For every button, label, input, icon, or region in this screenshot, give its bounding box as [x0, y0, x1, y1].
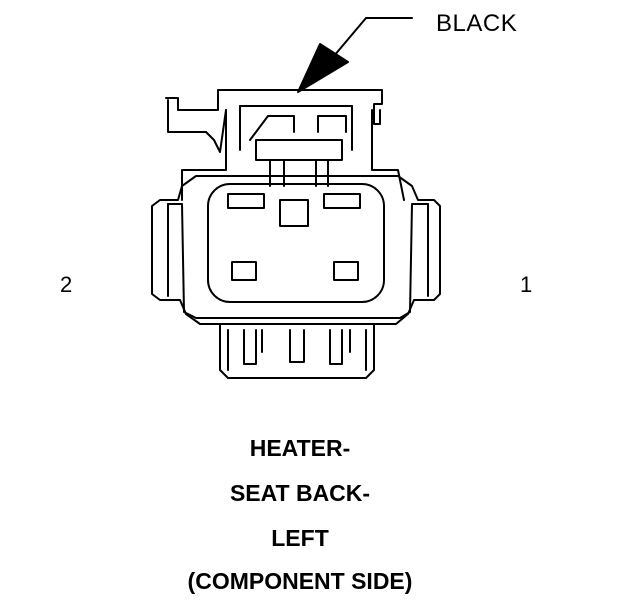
- lock-tab: [255, 139, 343, 161]
- callout-arrowhead: [297, 43, 349, 93]
- caption-line-2: SEAT BACK-: [229, 480, 371, 506]
- pin-2-terminal: [231, 261, 257, 281]
- connector-housing: [151, 175, 441, 325]
- pin-2-label: 2: [60, 272, 73, 297]
- callout-leader: [297, 17, 413, 93]
- bottom-prongs: [219, 323, 375, 379]
- pin-1-terminal: [333, 261, 359, 281]
- slot-top-right: [323, 193, 361, 209]
- caption-line-1: HEATER-: [249, 435, 351, 461]
- terminal-slots: [227, 193, 361, 281]
- connector-cavity: [207, 183, 385, 303]
- slot-top-center: [279, 199, 309, 227]
- wire-color-callout: BLACK: [436, 10, 518, 37]
- caption-line-4: (COMPONENT SIDE): [187, 568, 413, 594]
- caption-line-3: LEFT: [271, 525, 329, 551]
- slot-top-left: [227, 193, 265, 209]
- pin-1-label: 1: [520, 272, 533, 297]
- connector-latch: [165, 89, 405, 201]
